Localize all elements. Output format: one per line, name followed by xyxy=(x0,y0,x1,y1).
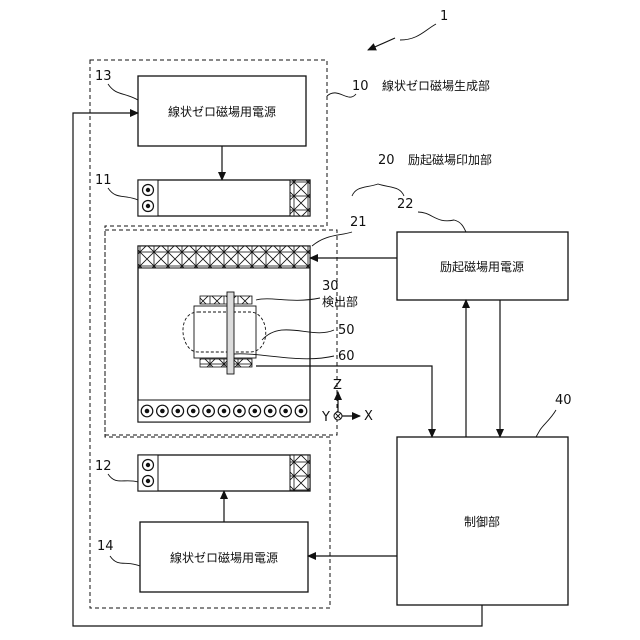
linear-zero-power-bottom-label: 線状ゼロ磁場用電源 xyxy=(170,550,278,565)
ref-30: 30 xyxy=(322,279,339,294)
figure-arrow xyxy=(368,38,395,50)
coil-turn-dot xyxy=(299,409,304,414)
coil-turn-dot xyxy=(283,409,288,414)
ref-12: 12 xyxy=(95,459,112,474)
detector-label: 検出部 xyxy=(322,294,358,309)
ref-21-leader xyxy=(312,232,352,246)
figure-leader xyxy=(400,24,436,40)
ref-11-leader xyxy=(108,188,138,200)
sample-rod-60 xyxy=(227,292,234,374)
coil-turn-dot xyxy=(191,409,196,414)
ref-40-leader xyxy=(536,410,556,437)
coil-turn-dot xyxy=(253,409,258,414)
ref-10: 10 xyxy=(352,79,369,94)
coil-turn-dot xyxy=(160,409,165,414)
ref-50: 50 xyxy=(338,323,355,338)
coil-turn-dot xyxy=(222,409,227,414)
ref-14: 14 xyxy=(97,539,114,554)
axis-x-label: X xyxy=(364,409,373,424)
linear-zero-power-top-label: 線状ゼロ磁場用電源 xyxy=(168,104,276,119)
ref-60: 60 xyxy=(338,349,355,364)
ref-22: 22 xyxy=(397,197,414,212)
ref-22-leader xyxy=(418,212,466,232)
coil-turn-dot xyxy=(237,409,242,414)
coil-11 xyxy=(138,180,310,216)
generator-label: 線状ゼロ磁場生成部 xyxy=(382,78,490,93)
ref-12-leader xyxy=(108,474,138,482)
excitation-power-label: 励起磁場用電源 xyxy=(440,259,524,274)
figure-number: 1 xyxy=(440,9,448,24)
ref-11: 11 xyxy=(95,173,112,188)
ref-13: 13 xyxy=(95,69,112,84)
excitation-coil xyxy=(138,246,310,422)
axis-z-label: Z xyxy=(333,378,342,393)
coil-12 xyxy=(138,455,310,491)
ref-40: 40 xyxy=(555,393,572,408)
excitation-applier-label: 励起磁場印加部 xyxy=(408,152,492,167)
control-label: 制御部 xyxy=(464,514,500,529)
coil-turn-dot xyxy=(206,409,211,414)
coil-turn-dot xyxy=(176,409,181,414)
ref-14-leader xyxy=(110,556,140,566)
axis-indicator xyxy=(334,392,360,420)
coil-turn-dot xyxy=(145,409,150,414)
ref-13-leader xyxy=(108,84,138,100)
coil-turn-dot xyxy=(268,409,273,414)
ref-20: 20 xyxy=(378,153,395,168)
ref-20-brace xyxy=(352,184,404,196)
ref-21: 21 xyxy=(350,215,367,230)
axis-y-label: Y xyxy=(321,410,330,425)
